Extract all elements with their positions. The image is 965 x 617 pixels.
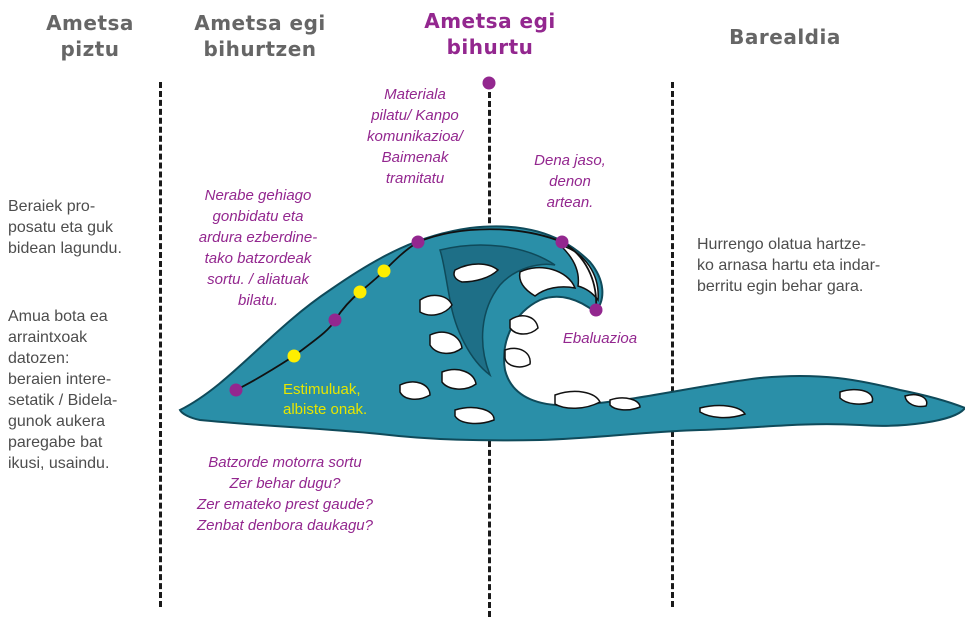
note-ebaluazioa: Ebaluazioa	[562, 330, 638, 347]
phase-title-barealdia: Barealdia	[729, 25, 841, 49]
note-materiala: Materiala pilatu/ Kanpo komunikazioa/ Ba…	[367, 86, 463, 187]
note-estimuluak: Estimuluak, albiste onak.	[283, 381, 368, 418]
milestone-dot	[328, 313, 342, 327]
note-dena-jaso: Dena jaso, denon artean.	[534, 152, 606, 211]
milestone-dot	[229, 383, 243, 397]
milestone-dot	[377, 264, 391, 278]
phase-title-piztu: Ametsa piztu	[46, 11, 134, 61]
note-batzorde: Batzorde motorra sortu Zer behar dugu? Z…	[197, 454, 373, 534]
divider-1	[159, 82, 162, 607]
wave-body	[178, 225, 965, 442]
milestone-dot	[555, 235, 569, 249]
phase-title-bihurtzen: Ametsa egi bihurtzen	[194, 11, 326, 61]
phase-title-bihurtu: Ametsa egi bihurtu	[424, 9, 556, 59]
note-proposatu: Beraiek pro- posatu eta guk bidean lagun…	[8, 198, 122, 257]
milestone-dot	[411, 235, 425, 249]
note-nerabe: Nerabe gehiago gonbidatu eta ardura ezbe…	[198, 187, 318, 309]
note-hurrengo: Hurrengo olatua hartze- ko arnasa hartu …	[697, 236, 881, 295]
milestone-dot-top	[482, 76, 496, 90]
milestone-dot	[589, 303, 603, 317]
milestone-dot	[287, 349, 301, 363]
note-amua: Amua bota ea arraintxoak datozen: beraie…	[8, 308, 118, 472]
milestone-dot	[353, 285, 367, 299]
divider-3	[671, 82, 674, 607]
